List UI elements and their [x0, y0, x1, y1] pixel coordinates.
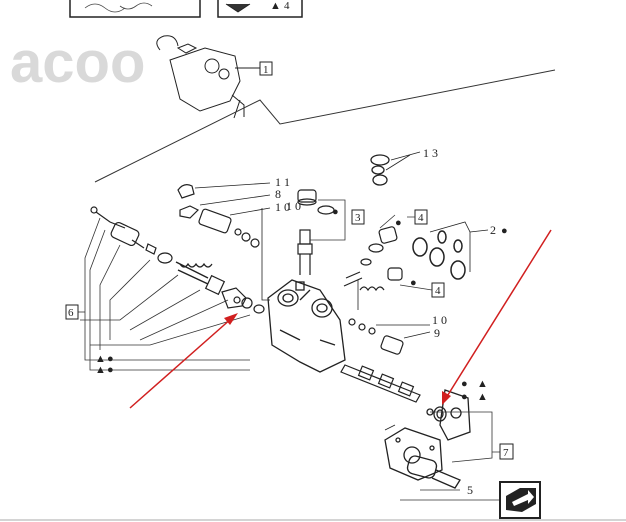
watermark: acoo: [10, 30, 145, 95]
callout-11: 1 1: [275, 175, 290, 189]
callout-6: 6: [68, 307, 74, 319]
fitting-parts-right-mid: [348, 318, 431, 355]
marker-triangle-seal-2: ▲: [477, 391, 488, 403]
solenoid-left: [90, 206, 265, 314]
section-separator: [94, 69, 556, 183]
callout-box-7: [499, 443, 514, 460]
marker-triangle-seal-1: ▲: [477, 378, 488, 390]
bracket-7: [430, 411, 500, 463]
marker-dot-seal-2: ●: [461, 391, 468, 403]
thumbnail-callout-4: 4: [284, 0, 290, 12]
marker-triangle-left-2: ▲: [95, 364, 106, 376]
marker-dot-center: ●: [332, 206, 339, 218]
callout-1: 1: [263, 64, 269, 76]
callout-10-top: 1 0: [275, 200, 290, 214]
marker-dot-4b: ●: [410, 277, 417, 289]
callout-2: 2: [490, 223, 496, 237]
top-thumbnail-right: ▲ 4: [217, 0, 303, 18]
plug-assembly-right: [343, 226, 403, 310]
end-cover-plate: [384, 424, 461, 489]
callout-box-3: [351, 209, 365, 225]
callout-box-1: [259, 61, 273, 76]
callout-3: 3: [355, 212, 361, 224]
spool-cap-center: [297, 189, 335, 275]
marker-dot-left-2: ●: [107, 364, 114, 376]
callout-5: 5: [467, 483, 473, 497]
bracket-3: [310, 199, 346, 241]
spool-shaft: [340, 364, 421, 403]
fitting-parts-top: [177, 182, 271, 301]
callout-9: 9: [434, 326, 440, 340]
marker-dot-4a: ●: [395, 217, 402, 229]
marker-dot-2: ●: [501, 225, 508, 237]
callout-10-right: 1 0: [432, 313, 447, 327]
marker-triangle-left-1: ▲: [95, 353, 106, 365]
callout-box-6: [65, 304, 79, 320]
o-ring-set-13: [370, 151, 421, 186]
callout-13: 1 3: [423, 146, 438, 160]
marker-dot-left-1: ●: [107, 353, 114, 365]
red-arrow-left: [129, 313, 238, 409]
marker-dot-seal-1: ●: [461, 378, 468, 390]
callout-8: 8: [275, 187, 281, 201]
o-ring-set-2: [412, 221, 489, 280]
callout-10-center: 1 0: [286, 199, 301, 213]
thumbnail-marker: ▲: [270, 0, 281, 12]
callout-4b: 4: [435, 285, 441, 297]
next-page-arrow-icon[interactable]: [499, 481, 541, 519]
valve-assembly-small: [156, 35, 260, 119]
callout-7: 7: [503, 447, 509, 459]
callout-4a: 4: [418, 212, 424, 224]
top-thumbnail-left: [69, 0, 201, 18]
valve-body-main: [267, 279, 346, 373]
red-arrow-right: [442, 229, 552, 405]
